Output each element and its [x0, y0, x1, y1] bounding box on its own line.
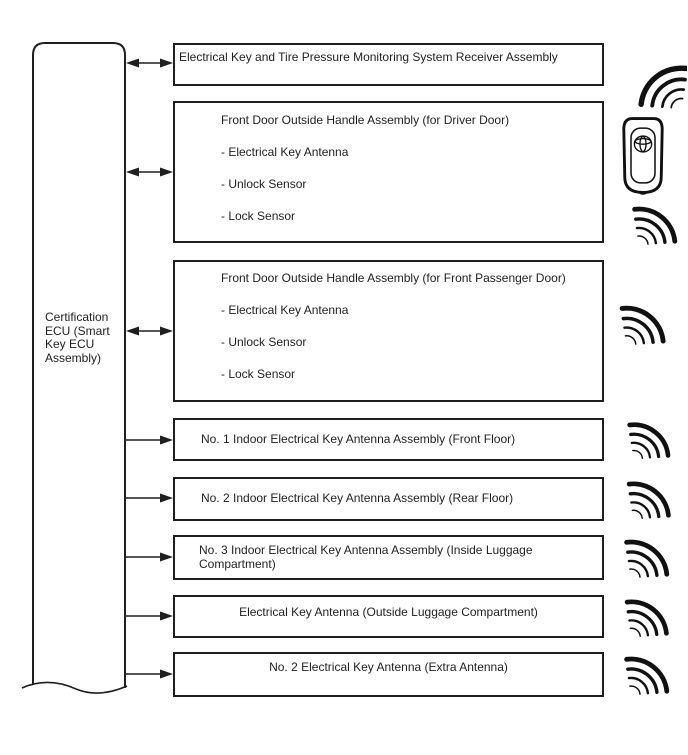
- ecu-label: Certification ECU (Smart Key ECU Assembl…: [45, 310, 110, 365]
- box-item: - Lock Sensor: [221, 209, 296, 223]
- box-item: - Electrical Key Antenna: [221, 145, 349, 159]
- box-label: No. 2 Electrical Key Antenna (Extra Ante…: [269, 660, 508, 674]
- arrow-to-no3-antenna: [126, 552, 173, 562]
- box-item: - Unlock Sensor: [221, 335, 307, 349]
- toyota-emblem-icon: [633, 135, 653, 153]
- arrow-to-no1-antenna: [126, 435, 173, 445]
- radio-waves-left-icon: [638, 65, 687, 109]
- radio-waves-right-icon: [624, 539, 670, 578]
- arrow-bidirectional-receiver: [126, 58, 173, 68]
- box-item: - Unlock Sensor: [221, 177, 307, 191]
- box-label: No. 2 Indoor Electrical Key Antenna Asse…: [201, 491, 514, 505]
- arrow-bidirectional-driver-door: [126, 167, 173, 177]
- box-label: No. 1 Indoor Electrical Key Antenna Asse…: [201, 432, 516, 446]
- arrow-bidirectional-passenger-door: [126, 326, 173, 336]
- box-item: - Electrical Key Antenna: [221, 303, 349, 317]
- arrow-to-outside-luggage-antenna: [126, 611, 173, 621]
- box-label: No. 3 Indoor Electrical Key Antenna Asse…: [199, 543, 533, 571]
- box-no3-indoor-antenna: No. 3 Indoor Electrical Key Antenna Asse…: [173, 535, 604, 580]
- arrow-to-no2-antenna: [126, 493, 173, 503]
- box-item: - Lock Sensor: [221, 367, 296, 381]
- box-no2-extra-antenna: No. 2 Electrical Key Antenna (Extra Ante…: [173, 652, 604, 697]
- box-passenger-door-handle: Front Door Outside Handle Assembly (for …: [173, 260, 604, 402]
- box-receiver-assembly: Electrical Key and Tire Pressure Monitor…: [173, 43, 604, 86]
- radio-waves-right-icon: [619, 305, 666, 345]
- box-no2-indoor-antenna: No. 2 Indoor Electrical Key Antenna Asse…: [173, 477, 604, 521]
- ecu-box-break-line: [21, 681, 128, 694]
- box-driver-door-handle: Front Door Outside Handle Assembly (for …: [173, 101, 604, 243]
- radio-waves-right-icon: [624, 656, 670, 695]
- radio-waves-right-icon: [627, 422, 671, 459]
- box-no1-indoor-antenna: No. 1 Indoor Electrical Key Antenna Asse…: [173, 418, 604, 461]
- radio-waves-right-icon: [624, 599, 669, 637]
- radio-waves-right-icon: [632, 206, 678, 245]
- arrow-to-extra-antenna: [126, 669, 173, 679]
- box-title: Front Door Outside Handle Assembly (for …: [221, 113, 510, 127]
- box-label: Electrical Key Antenna (Outside Luggage …: [239, 605, 538, 619]
- ecu-box-outline: [32, 42, 126, 688]
- box-title: Front Door Outside Handle Assembly (for …: [221, 271, 566, 285]
- radio-waves-right-icon: [626, 481, 671, 519]
- box-label: Electrical Key and Tire Pressure Monitor…: [179, 50, 558, 64]
- smart-key-fob-icon: [622, 117, 664, 195]
- box-outside-luggage-antenna: Electrical Key Antenna (Outside Luggage …: [173, 595, 604, 638]
